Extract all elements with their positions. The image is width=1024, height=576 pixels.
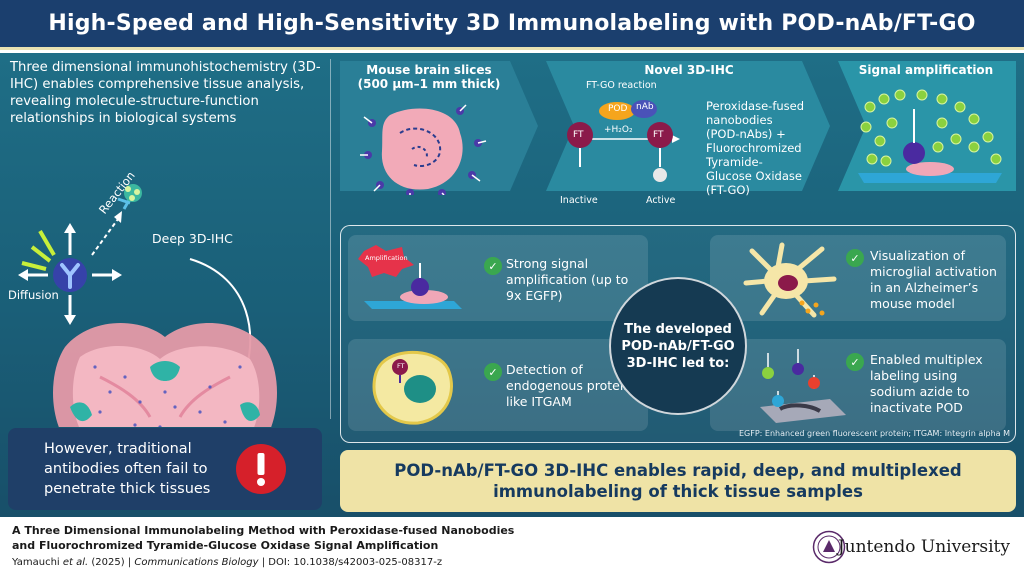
amplification-illustration <box>358 245 462 309</box>
active-label: Active <box>646 195 676 206</box>
conclusion-text: POD-nAb/FT-GO 3D-IHC enables rapid, deep… <box>394 461 962 501</box>
signal-amplification-illustration <box>858 89 1002 183</box>
inactive-label: Inactive <box>560 195 598 206</box>
microglia-illustration <box>743 242 837 318</box>
amplification-tag: Amplification <box>365 254 408 262</box>
deep-3d-ihc-label: Deep 3D-IHC <box>152 231 233 246</box>
result-text-1: Strong signal amplification (up to 9x EG… <box>506 256 629 303</box>
step-1-subtitle: (500 µm–1 mm thick) <box>357 77 501 91</box>
exclamation-icon <box>236 444 286 494</box>
result-text-2: Detection of endogenous proteins like IT… <box>506 362 638 409</box>
university-seal-icon <box>812 530 846 564</box>
center-summary-circle: The developed POD-nAb/FT-GO 3D-IHC led t… <box>609 277 747 415</box>
warning-text: However, traditional antibodies often fa… <box>44 441 211 497</box>
journal-name: Communications Biology <box>134 557 259 568</box>
doi-link[interactable]: DOI: 10.1038/s42003-025-08317-z <box>268 557 443 568</box>
center-summary-text: The developed POD-nAb/FT-GO 3D-IHC led t… <box>621 321 735 371</box>
citation-footer: A Three Dimensional Immunolabeling Metho… <box>0 517 1024 576</box>
check-icon-2: ✓ <box>484 363 502 381</box>
pod-label: POD <box>608 104 628 114</box>
paper-title: A Three Dimensional Immunolabeling Metho… <box>12 524 515 552</box>
cell-illustration <box>372 350 453 425</box>
section-divider <box>330 59 331 419</box>
footnote: EGFP: Enhanced green fluorescent protein… <box>739 429 1010 438</box>
multiplex-illustration <box>760 349 846 423</box>
diffusion-label: Diffusion <box>8 288 59 302</box>
result-text-4: Enabled multiplex labeling using sodium … <box>870 352 983 415</box>
antibody-diffusion-illustration <box>18 184 277 427</box>
ft-active-label: FT <box>653 130 664 140</box>
check-icon-1: ✓ <box>484 257 502 275</box>
check-icon-3: ✓ <box>846 249 864 267</box>
step-1-title: Mouse brain slices (500 µm–1 mm thick) <box>344 63 514 91</box>
ftgo-reaction-label: FT-GO reaction <box>586 80 657 91</box>
page-title: High-Speed and High-Sensitivity 3D Immun… <box>48 11 976 36</box>
nab-label: nAb <box>636 102 654 112</box>
ft-inactive-label: FT <box>573 130 584 140</box>
ftgo-reaction-diagram <box>567 100 680 182</box>
university-name: Juntendo University <box>837 537 1010 557</box>
brain-slice-illustration <box>360 104 487 195</box>
citation-authors: Yamauchi <box>12 557 60 568</box>
header-bar: High-Speed and High-Sensitivity 3D Immun… <box>0 0 1024 50</box>
citation-etal: et al. <box>62 557 89 568</box>
ft-tag: FT <box>397 362 405 370</box>
intro-text: Three dimensional immunohistochemistry (… <box>10 60 321 126</box>
step-2-title: Novel 3D-IHC <box>644 63 734 77</box>
citation-year: (2025) <box>91 557 125 568</box>
result-text-3: Visualization of microglial activation i… <box>870 248 997 311</box>
citation-meta: Yamauchi et al. (2025) | Communications … <box>12 557 443 568</box>
conclusion-banner: POD-nAb/FT-GO 3D-IHC enables rapid, deep… <box>340 450 1016 512</box>
step-3-title: Signal amplification <box>858 63 994 77</box>
h2o2-label: +H₂O₂ <box>604 125 633 135</box>
step-1-title-text: Mouse brain slices <box>366 63 492 77</box>
main-stage: Three dimensional immunohistochemistry (… <box>0 53 1024 517</box>
check-icon-4: ✓ <box>846 353 864 371</box>
warning-box: However, traditional antibodies often fa… <box>8 428 322 510</box>
reaction-description: Peroxidase-fused nanobodies (POD-nAbs) +… <box>706 99 805 197</box>
